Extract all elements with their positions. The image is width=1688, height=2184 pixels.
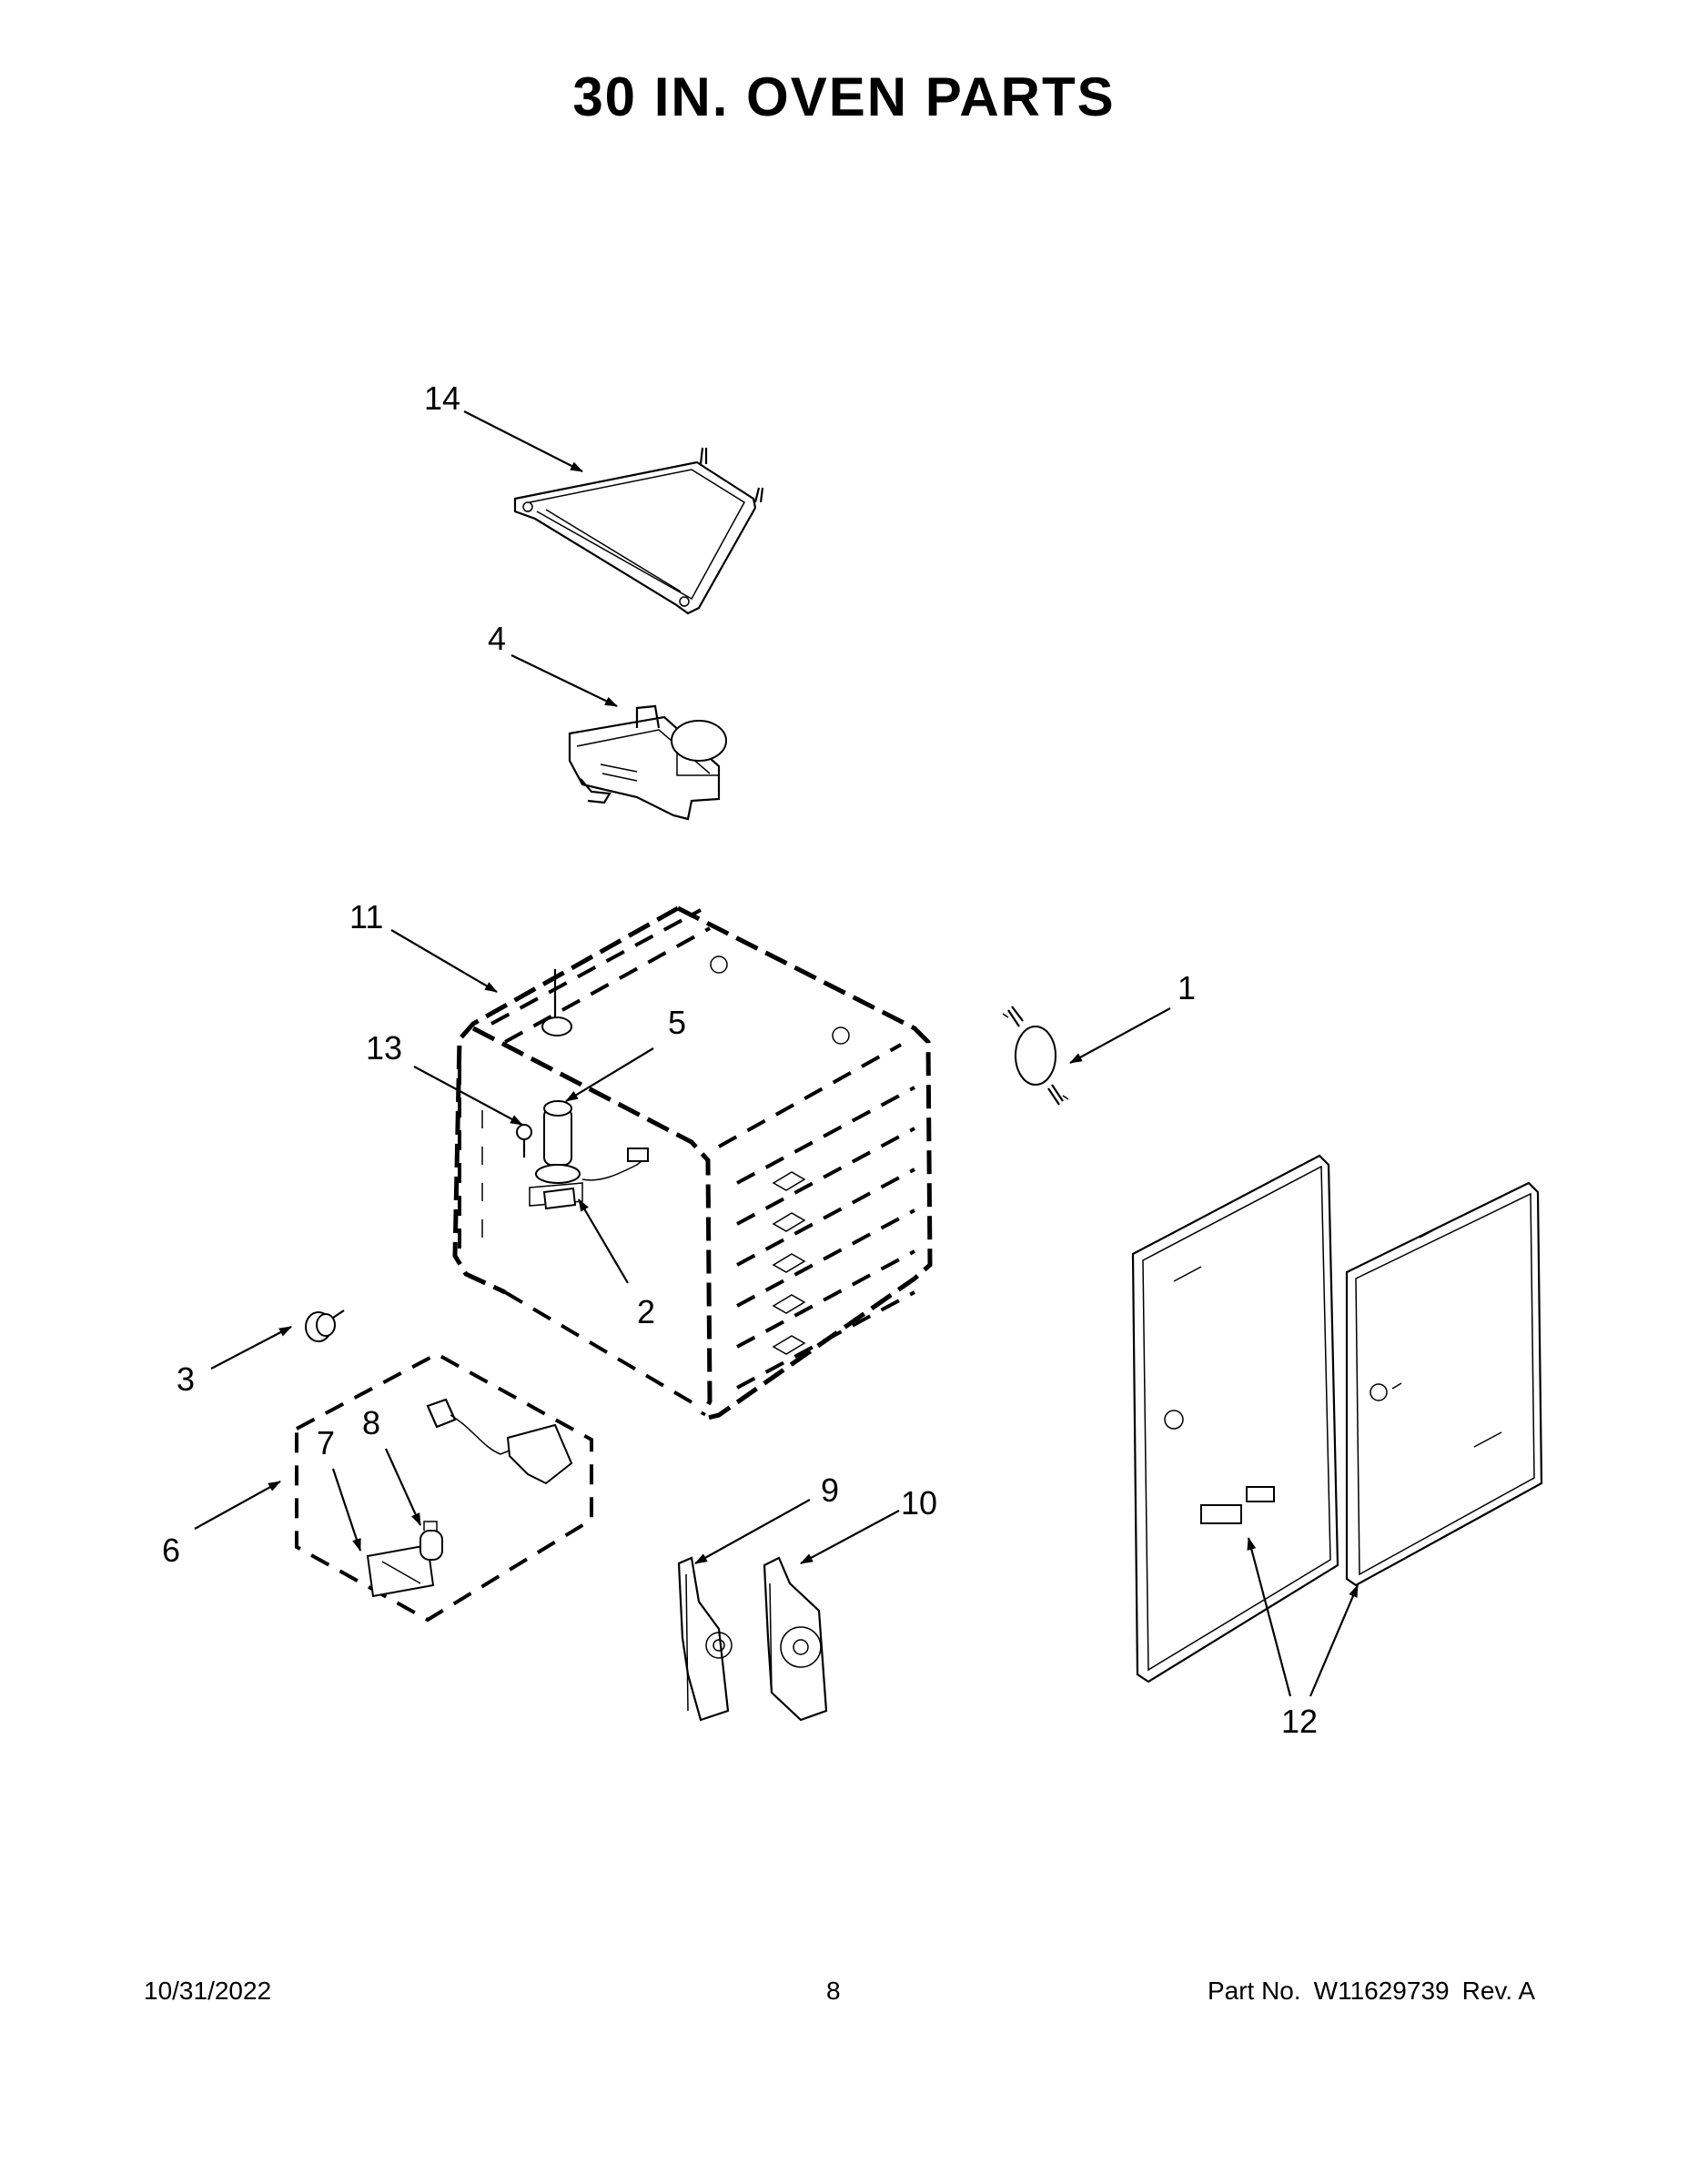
part-13-screw [516, 1124, 532, 1158]
part-5-sensor [535, 1100, 649, 1184]
callout-9: 9 [821, 1471, 839, 1509]
footer-date: 10/31/2022 [144, 1977, 272, 2005]
part-14-bracket [513, 447, 764, 615]
revision: Rev. A [1461, 1977, 1535, 2005]
callout-12: 12 [1281, 1703, 1318, 1740]
callout-3: 3 [177, 1360, 195, 1398]
part-2-gasket [542, 1187, 577, 1210]
part-11-oven-cavity [452, 905, 933, 1422]
callout-5: 5 [668, 1004, 686, 1041]
callout-13: 13 [366, 1029, 402, 1067]
part-label: Part No. [1207, 1977, 1301, 2005]
part-3-foot [305, 1309, 345, 1342]
callout-10: 10 [901, 1484, 937, 1522]
callout-6: 6 [162, 1532, 180, 1569]
part-4-relay-assembly [568, 704, 727, 821]
callout-1: 1 [1178, 969, 1196, 1006]
part-1-thermal-fuse [1002, 1006, 1069, 1106]
part-12-side-panels [1131, 1154, 1543, 1684]
callout-7: 7 [317, 1424, 335, 1461]
callout-4: 4 [488, 620, 506, 657]
part-9-hinge [677, 1556, 733, 1722]
part-10-hinge [763, 1556, 828, 1722]
footer-page-number: 8 [826, 1977, 841, 2005]
part-6-lamp-kit [295, 1351, 593, 1623]
callout-14: 14 [424, 379, 460, 417]
callout-2: 2 [637, 1293, 655, 1330]
footer-part-info: Part No. W11629739 Rev. A [1208, 1977, 1535, 2006]
part-number: W11629739 [1313, 1977, 1450, 2005]
callout-8: 8 [362, 1404, 380, 1441]
callout-11: 11 [349, 898, 383, 935]
page-title: 30 IN. OVEN PARTS [572, 66, 1116, 127]
leader-arrows [194, 410, 1359, 1697]
